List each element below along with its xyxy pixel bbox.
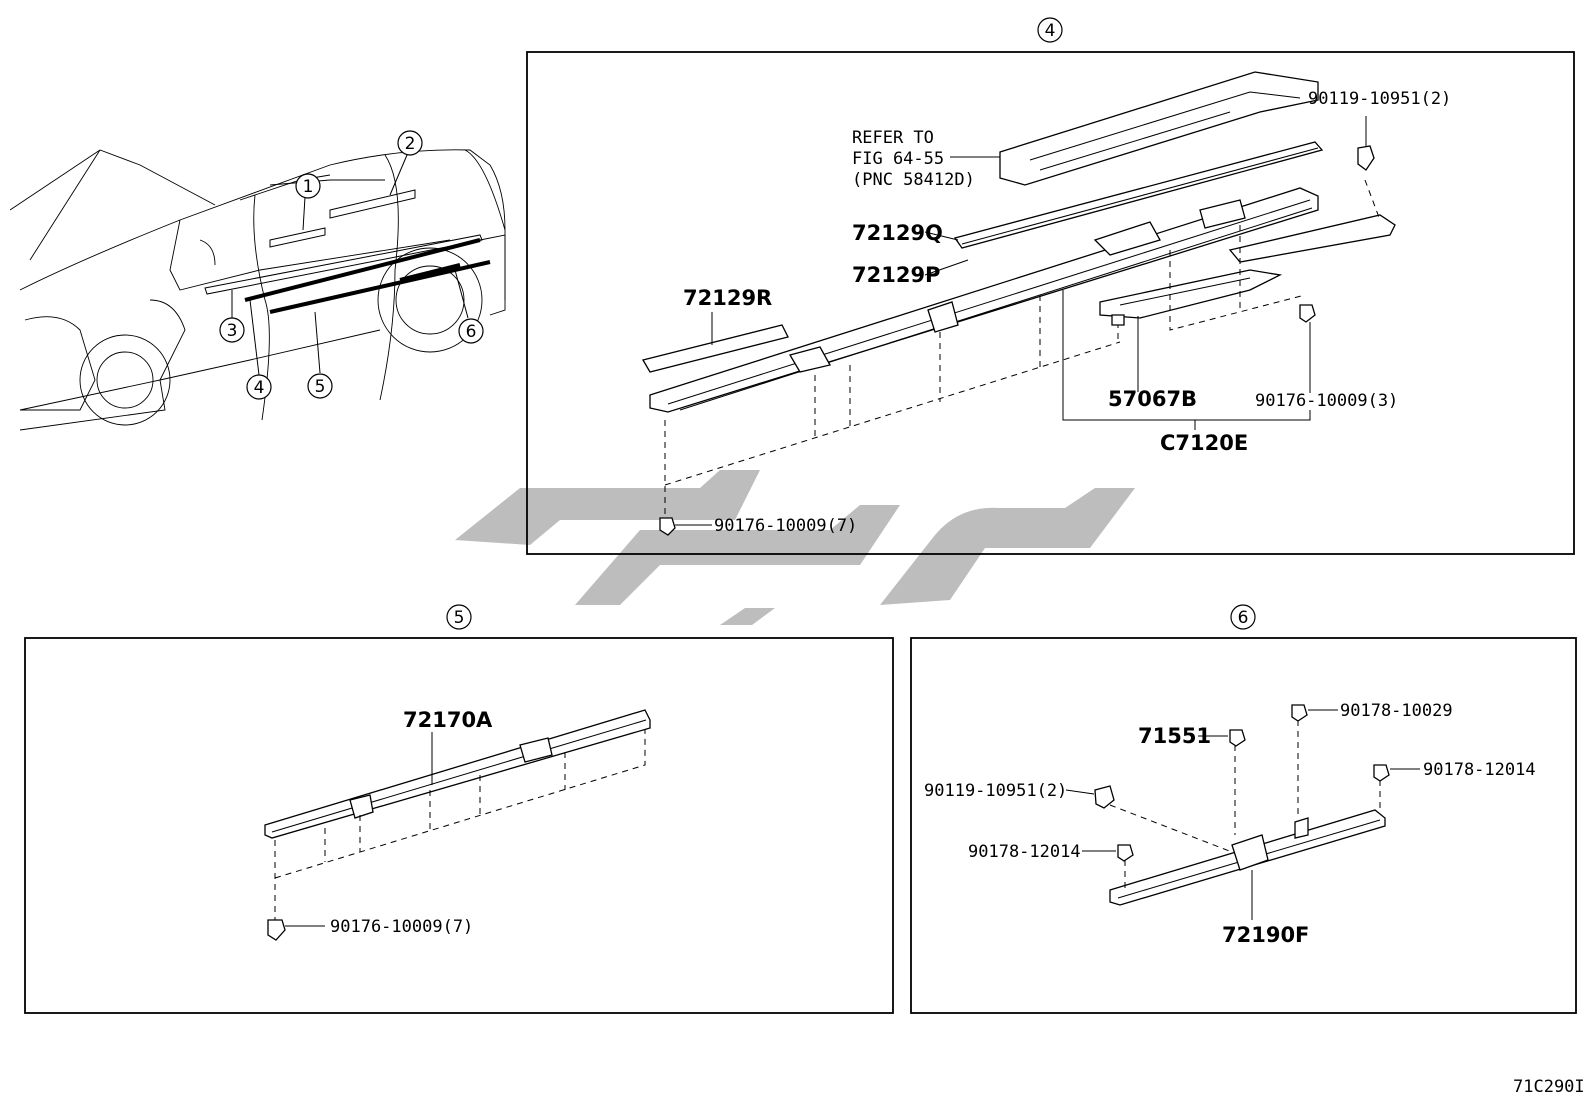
svg-text:6: 6 — [466, 322, 477, 342]
section-4-box — [526, 51, 1575, 555]
part-label-90176-10009-3[interactable]: 90176-10009(3) — [1255, 391, 1398, 411]
part-label-90178-12014-right[interactable]: 90178-12014 — [1423, 760, 1536, 780]
svg-text:5: 5 — [454, 608, 465, 628]
svg-text:4: 4 — [1045, 21, 1056, 41]
part-label-90178-12014-left[interactable]: 90178-12014 — [968, 842, 1081, 862]
refer-fig-label: FIG 64-55 — [852, 149, 944, 169]
section-6-parts — [1065, 704, 1420, 920]
part-label-72129Q[interactable]: 72129Q — [852, 221, 943, 245]
section-4-leaders — [675, 116, 1367, 526]
svg-text:3: 3 — [227, 321, 238, 341]
callout-1[interactable]: 1 — [295, 173, 321, 199]
svg-text:6: 6 — [1238, 608, 1249, 628]
part-label-90178-10029[interactable]: 90178-10029 — [1340, 701, 1453, 721]
car-illustration — [9, 149, 506, 431]
svg-text:1: 1 — [303, 177, 314, 197]
part-label-90119-10951-top[interactable]: 90119-10951(2) — [1308, 89, 1451, 109]
callout-6[interactable]: 6 — [458, 318, 484, 344]
part-label-72190F[interactable]: 72190F — [1222, 923, 1309, 947]
part-label-72170A[interactable]: 72170A — [403, 708, 493, 732]
svg-text:5: 5 — [315, 377, 326, 397]
part-label-71551[interactable]: 71551 — [1138, 724, 1211, 748]
part-label-72129P[interactable]: 72129P — [852, 263, 940, 287]
section-6-box — [910, 637, 1577, 1014]
svg-text:2: 2 — [405, 134, 416, 154]
part-label-90176-10009-7-sec4[interactable]: 90176-10009(7) — [714, 516, 857, 536]
section-4-parts — [642, 71, 1396, 536]
callout-4[interactable]: 4 — [246, 374, 272, 400]
part-label-72129R[interactable]: 72129R — [683, 286, 772, 310]
part-label-C7120E[interactable]: C7120E — [1160, 431, 1248, 455]
watermark-logo — [455, 470, 1135, 625]
callout-2[interactable]: 2 — [397, 130, 423, 156]
refer-pnc-label: (PNC 58412D) — [852, 170, 975, 190]
part-label-90119-10951-sec6[interactable]: 90119-10951(2) — [924, 781, 1067, 801]
refer-to-label: REFER TO — [852, 128, 934, 148]
diagram-code: 71C290I — [1513, 1077, 1585, 1097]
svg-text:4: 4 — [254, 378, 265, 398]
section-6-header[interactable]: 6 — [1230, 604, 1256, 630]
part-label-90176-10009-7-sec5[interactable]: 90176-10009(7) — [330, 917, 473, 937]
callout-5[interactable]: 5 — [307, 373, 333, 399]
callout-3[interactable]: 3 — [219, 317, 245, 343]
part-label-57067B[interactable]: 57067B — [1108, 387, 1197, 411]
section-5-box — [24, 637, 894, 1014]
section-5-parts — [264, 709, 651, 941]
section-4-header[interactable]: 4 — [1037, 17, 1063, 43]
section-5-header[interactable]: 5 — [446, 604, 472, 630]
